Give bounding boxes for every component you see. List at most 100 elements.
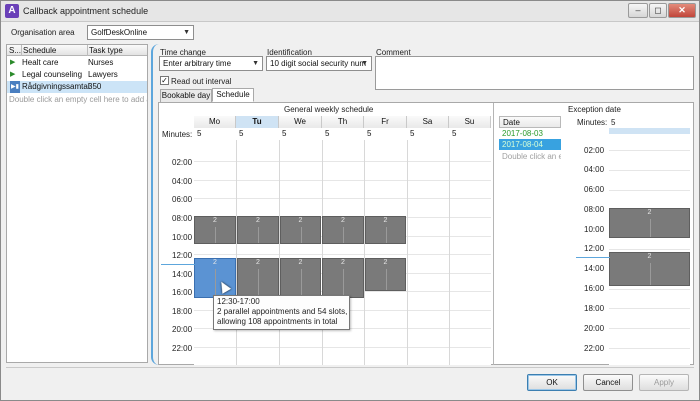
- tooltip-time: 12:30-17:00: [217, 297, 260, 306]
- schedule-block[interactable]: 2: [365, 216, 406, 244]
- block-divider: [300, 227, 302, 243]
- day-header-mo[interactable]: Mo: [194, 116, 236, 128]
- day-header-tu[interactable]: Tu: [236, 116, 279, 128]
- block-divider: [258, 227, 259, 243]
- add-row-hint[interactable]: Double click an empty cell here to add a…: [9, 95, 147, 104]
- weekly-schedule-grid[interactable]: [194, 140, 491, 365]
- time-change-label: Time change: [160, 48, 206, 57]
- grid-line: [609, 249, 690, 250]
- block-count: 2: [383, 259, 388, 266]
- exception-date-title: Exception date: [568, 105, 621, 114]
- minutes-fr[interactable]: 5: [367, 129, 372, 138]
- column-status[interactable]: S...: [9, 46, 22, 55]
- time-label: 02:00: [172, 158, 193, 167]
- schedule-name: Healt care: [22, 58, 59, 67]
- title-bar[interactable]: A Callback appointment schedule ‒ ◻ ✕: [1, 1, 699, 22]
- exception-day-header[interactable]: [609, 128, 690, 134]
- identification-select[interactable]: 10 digit social security num ▼: [266, 56, 372, 71]
- schedule-block[interactable]: 2: [322, 258, 364, 298]
- time-label: 10:00: [172, 233, 193, 242]
- list-item[interactable]: ▶ Healt care Nurses: [7, 57, 147, 69]
- exception-minutes-value[interactable]: 5: [611, 118, 616, 127]
- schedule-block[interactable]: 2: [365, 258, 406, 291]
- time-change-select[interactable]: Enter arbitrary time ▼: [159, 56, 263, 71]
- schedule-block[interactable]: 2: [237, 258, 279, 298]
- grid-line: [609, 150, 690, 151]
- column-task-type[interactable]: Task type: [89, 46, 123, 55]
- schedule-block[interactable]: 2: [280, 216, 321, 244]
- minutes-sa[interactable]: 5: [410, 129, 415, 138]
- block-divider: [258, 269, 259, 297]
- schedule-block[interactable]: 2: [237, 216, 279, 244]
- exception-date-item[interactable]: 2017-08-03: [502, 129, 543, 138]
- time-label: 22:00: [172, 344, 193, 353]
- schedule-list[interactable]: S... Schedule Task type ▶ Healt care Nur…: [6, 44, 148, 363]
- block-count: 2: [256, 259, 260, 266]
- block-tooltip: 12:30-17:00 2 parallel appointments and …: [213, 295, 350, 330]
- list-item-selected[interactable]: ▶▮ Rådgivningssamtal 350: [7, 81, 147, 93]
- schedule-block[interactable]: 2: [322, 216, 364, 244]
- footer-divider: [6, 367, 694, 368]
- tooltip-line: 2 parallel appointments and 54 slots,: [217, 307, 348, 316]
- day-header-su[interactable]: Su: [449, 116, 491, 128]
- time-label: 04:00: [172, 177, 193, 186]
- ok-button[interactable]: OK: [527, 374, 577, 391]
- comment-label: Comment: [376, 48, 411, 57]
- date-column-header[interactable]: Date: [499, 116, 561, 128]
- org-area-select[interactable]: GolfDeskOnline ▼: [87, 25, 194, 40]
- grid-line: [609, 308, 690, 309]
- minimize-button[interactable]: ‒: [628, 3, 648, 18]
- exception-date-list[interactable]: Date 2017-08-03 2017-08-04 Double click …: [499, 116, 561, 365]
- add-date-hint[interactable]: Double click an em: [502, 152, 561, 161]
- grid-line: [449, 140, 450, 365]
- day-header-fr[interactable]: Fr: [364, 116, 407, 128]
- schedule-name: Legal counseling: [22, 70, 83, 79]
- exception-block[interactable]: 2: [609, 252, 690, 286]
- list-item[interactable]: ▶ Legal counseling Lawyers: [7, 69, 147, 81]
- schedule-block[interactable]: 2: [280, 258, 321, 298]
- time-label: 22:00: [584, 344, 605, 353]
- time-label: 18:00: [172, 307, 193, 316]
- exception-block[interactable]: 2: [609, 208, 690, 238]
- grid-line: [236, 140, 237, 365]
- minutes-mo[interactable]: 5: [197, 129, 202, 138]
- tooltip-line: allowing 108 appointments in total: [217, 317, 338, 326]
- minutes-su[interactable]: 5: [452, 129, 457, 138]
- time-label: 12:00: [172, 251, 193, 260]
- maximize-button[interactable]: ◻: [649, 3, 667, 18]
- grid-line: [364, 140, 365, 365]
- tab-schedule[interactable]: Schedule: [212, 88, 254, 102]
- day-header-th[interactable]: Th: [322, 116, 364, 128]
- block-count: 2: [647, 209, 652, 216]
- read-out-checkbox[interactable]: ✓: [160, 76, 169, 85]
- block-divider: [300, 269, 302, 297]
- tab-bookable-day[interactable]: Bookable day: [160, 89, 212, 103]
- schedule-block-selected[interactable]: 2: [194, 258, 236, 298]
- play-icon: ▶: [10, 59, 16, 66]
- block-divider: [385, 269, 387, 290]
- close-button[interactable]: ✕: [668, 3, 696, 18]
- block-count: 2: [341, 259, 345, 266]
- chevron-down-icon: ▼: [183, 29, 190, 36]
- time-label: 06:00: [172, 195, 193, 204]
- block-count: 2: [647, 253, 652, 260]
- weekly-schedule-title: General weekly schedule: [284, 105, 374, 114]
- column-schedule[interactable]: Schedule: [23, 46, 57, 55]
- minutes-tu[interactable]: 5: [239, 129, 244, 138]
- minutes-th[interactable]: 5: [325, 129, 330, 138]
- apply-button[interactable]: Apply: [639, 374, 689, 391]
- time-label: 16:00: [584, 284, 605, 293]
- chevron-down-icon: ▼: [252, 60, 259, 67]
- cancel-button[interactable]: Cancel: [583, 374, 633, 391]
- time-label: 18:00: [584, 304, 605, 313]
- block-count: 2: [298, 259, 303, 266]
- block-divider: [215, 227, 216, 243]
- details-panel-border: [151, 44, 694, 365]
- minutes-we[interactable]: 5: [282, 129, 287, 138]
- schedule-block[interactable]: 2: [194, 216, 236, 244]
- day-header-we[interactable]: We: [279, 116, 322, 128]
- comment-field[interactable]: [375, 56, 694, 90]
- exception-date-item-selected[interactable]: 2017-08-04: [499, 139, 561, 150]
- day-header-sa[interactable]: Sa: [407, 116, 449, 128]
- column-divider: [21, 45, 22, 56]
